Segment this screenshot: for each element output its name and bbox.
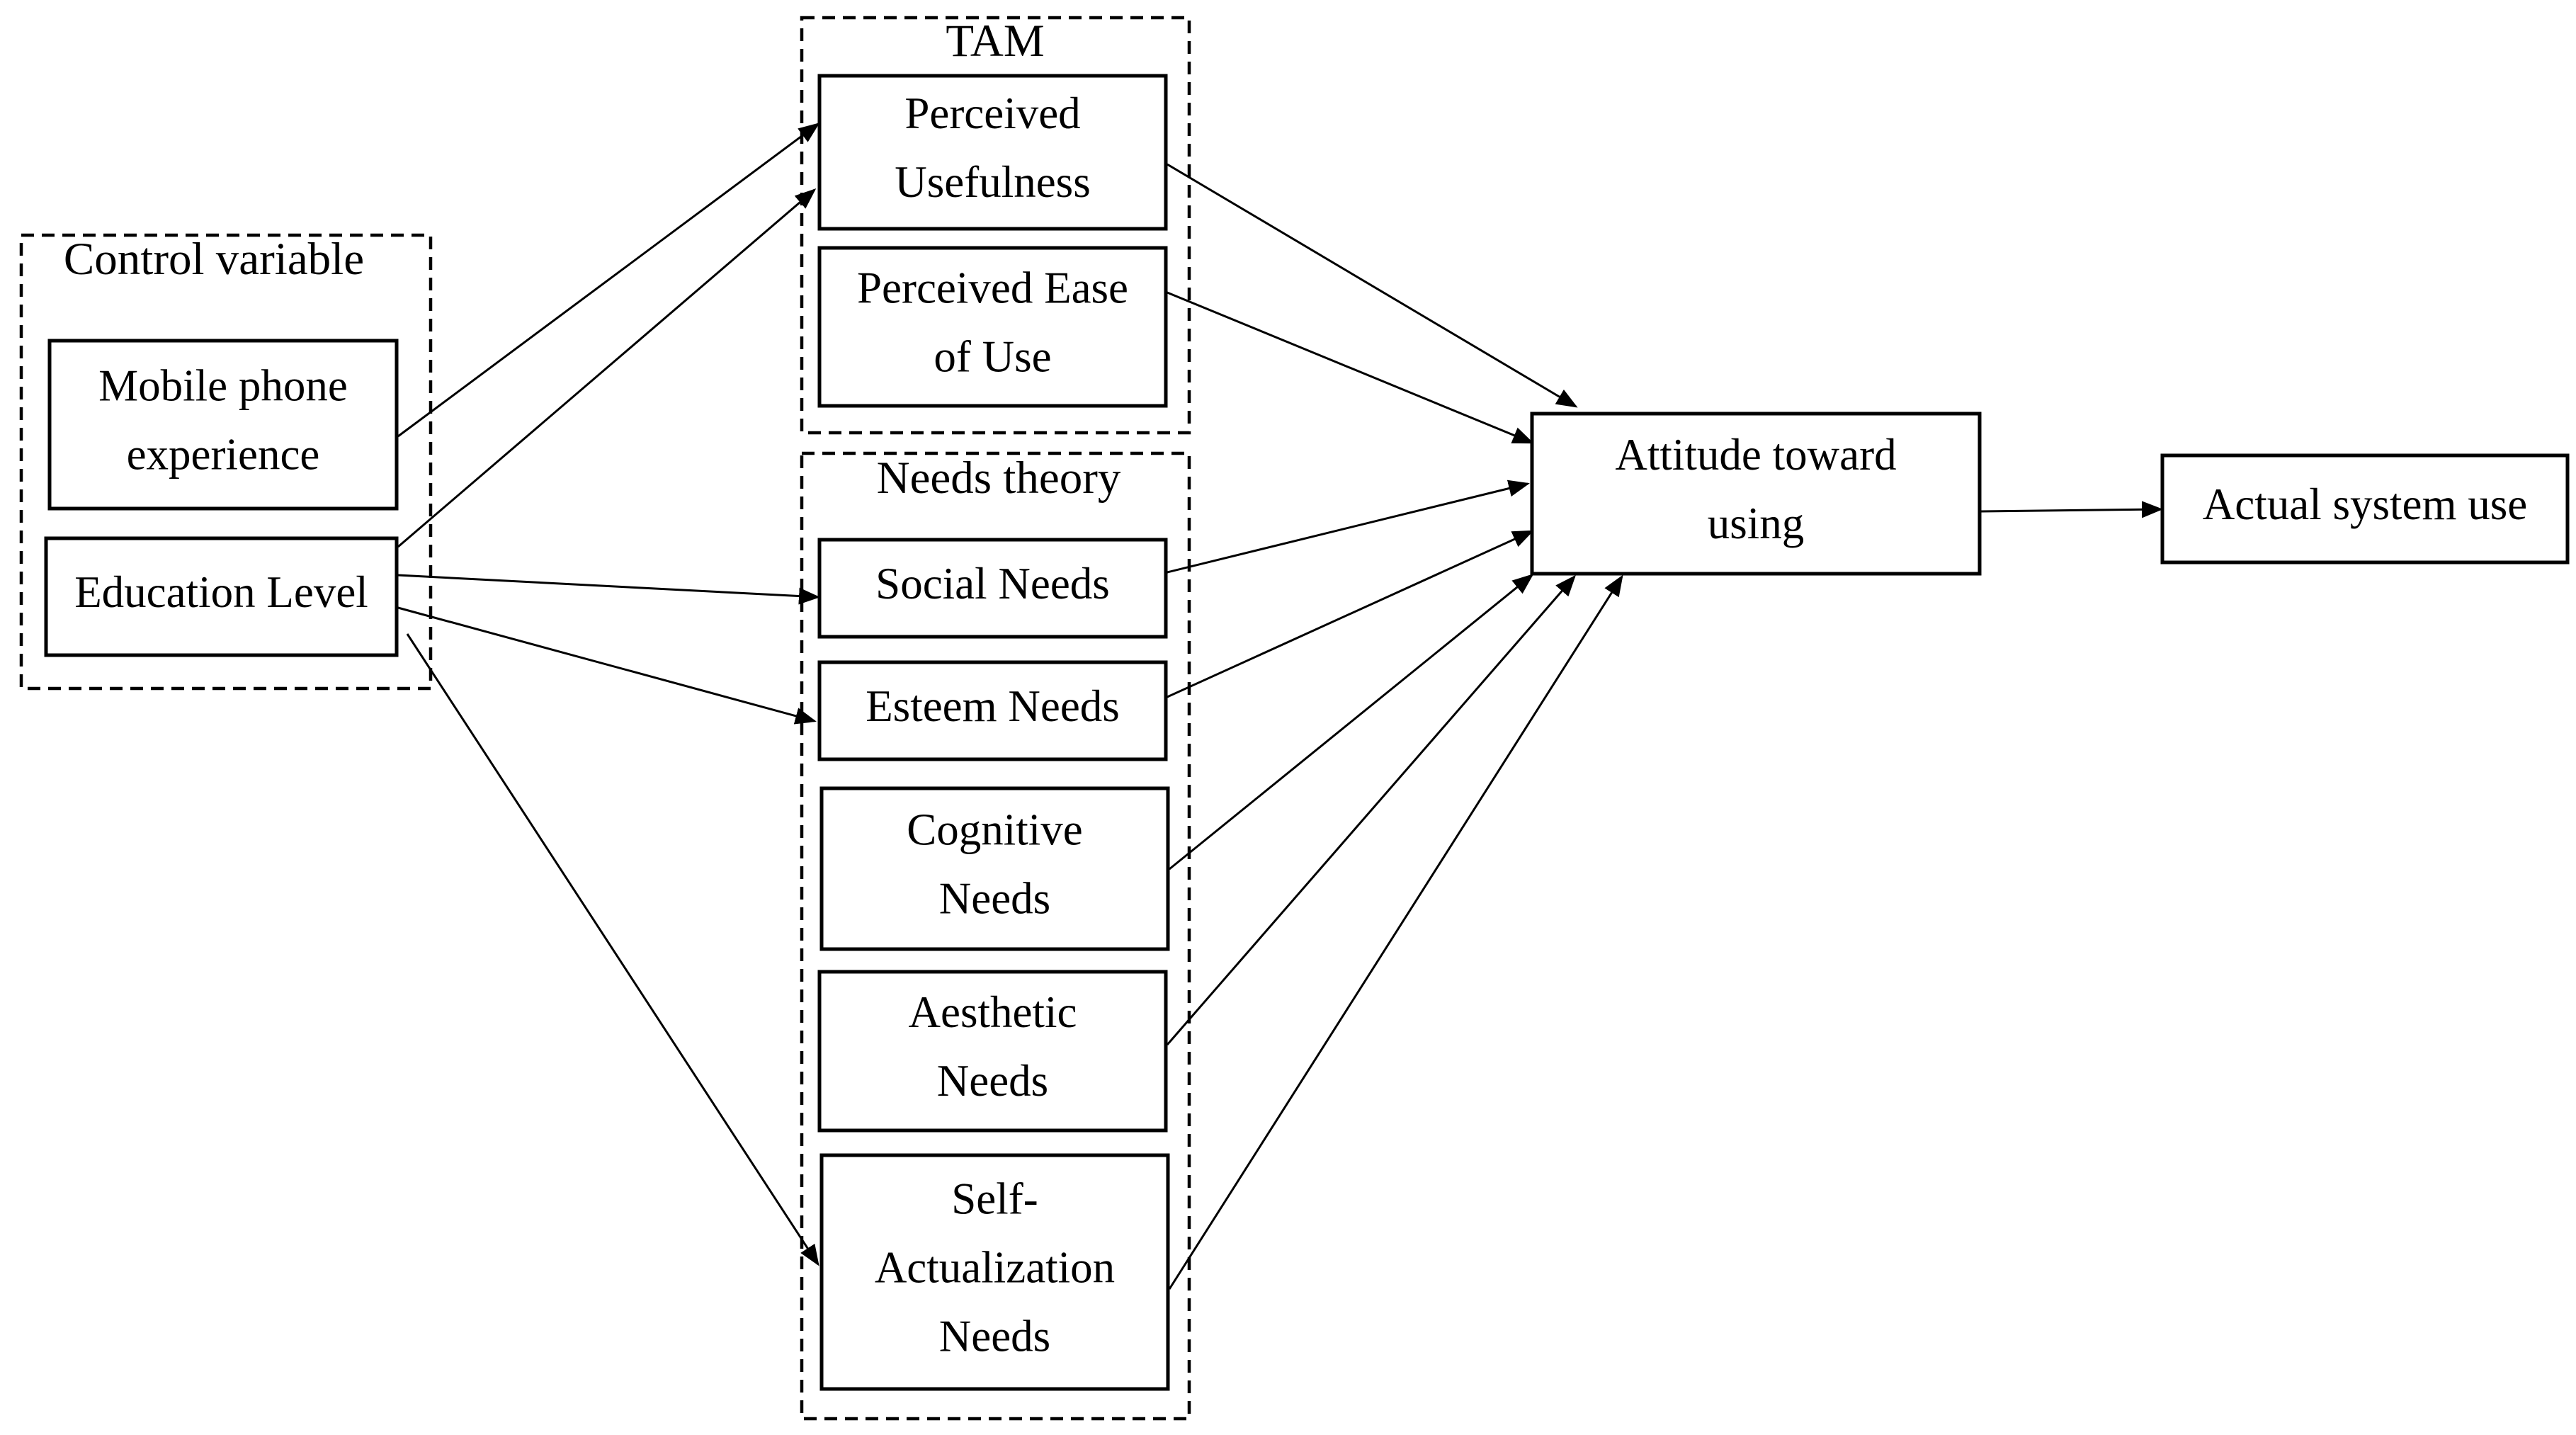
esteem-needs-box: Esteem Needs bbox=[817, 660, 1168, 761]
attitude-toward-using-box: Attitude toward using bbox=[1530, 412, 1982, 576]
arrow-education-level-to-social-needs bbox=[397, 574, 820, 605]
aesthetic-needs-label-line: Aesthetic bbox=[909, 987, 1077, 1037]
esteem-needs-frame bbox=[817, 660, 1168, 761]
perceived-ease-of-use-box: Perceived Ease of Use bbox=[817, 246, 1168, 408]
arrow-cognitive-needs-to-attitude bbox=[1169, 574, 1534, 870]
attitude-frame bbox=[1530, 412, 1982, 576]
education-level-label-line: Education Level bbox=[74, 567, 368, 617]
arrow-aesthetic-needs-to-attitude bbox=[1166, 574, 1576, 1045]
attitude-label-line: using bbox=[1708, 499, 1805, 548]
social-needs-box: Social Needs bbox=[817, 538, 1168, 639]
mobile-experience-frame bbox=[47, 339, 399, 511]
control-variable-group: Control variable bbox=[19, 233, 433, 691]
cognitive-needs-label-line: Needs bbox=[939, 873, 1050, 923]
tam-group: TAM bbox=[800, 16, 1191, 435]
actual-system-use-box: Actual system use bbox=[2160, 453, 2570, 565]
arrows-layer bbox=[397, 123, 2163, 1290]
needs-theory-group: Needs theory bbox=[800, 451, 1191, 1421]
arrow-self-actualization-to-attitude bbox=[1168, 574, 1623, 1290]
aesthetic-needs-frame bbox=[817, 970, 1168, 1133]
mobile-phone-experience-box: Mobile phone experience bbox=[47, 339, 399, 511]
arrow-education-level-to-perceived-usefulness bbox=[397, 188, 817, 548]
cognitive-needs-frame bbox=[819, 786, 1170, 951]
needs-theory-group-title: Needs theory bbox=[877, 453, 1121, 504]
perceived-usefulness-label-line: Perceived bbox=[904, 89, 1080, 138]
education-level-frame bbox=[44, 536, 399, 657]
actual-use-label-line: Actual system use bbox=[2203, 480, 2527, 529]
mobile-experience-label-line: Mobile phone bbox=[98, 361, 348, 410]
perceived-ease-label-line: Perceived Ease bbox=[857, 263, 1128, 312]
control-variable-group-title: Control variable bbox=[64, 234, 364, 285]
aesthetic-needs-label-line: Needs bbox=[937, 1056, 1048, 1106]
arrow-perceived-usefulness-to-attitude bbox=[1167, 163, 1578, 408]
perceived-usefulness-label-line: Usefulness bbox=[895, 157, 1090, 207]
cognitive-needs-label-line: Cognitive bbox=[907, 805, 1083, 854]
social-needs-frame bbox=[817, 538, 1168, 639]
arrow-attitude-to-actual-use bbox=[1980, 501, 2163, 518]
social-needs-label-line: Social Needs bbox=[875, 559, 1110, 608]
arrow-social-needs-to-attitude bbox=[1167, 480, 1530, 574]
esteem-needs-label-line: Esteem Needs bbox=[866, 681, 1120, 731]
perceived-ease-frame bbox=[817, 246, 1168, 408]
arrow-education-level-to-self-actualization bbox=[406, 633, 819, 1266]
self-actualization-label-line: Self- bbox=[951, 1174, 1038, 1223]
perceived-ease-label-line: of Use bbox=[934, 331, 1051, 381]
arrow-perceived-ease-to-attitude bbox=[1167, 291, 1534, 444]
tam-group-title: TAM bbox=[946, 16, 1044, 67]
self-actualization-label-line: Needs bbox=[939, 1311, 1050, 1361]
self-actualization-label-line: Actualization bbox=[875, 1242, 1115, 1292]
arrow-esteem-needs-to-attitude bbox=[1167, 530, 1534, 698]
actual-use-frame bbox=[2160, 453, 2570, 565]
mobile-experience-label-line: experience bbox=[127, 429, 320, 479]
attitude-label-line: Attitude toward bbox=[1615, 430, 1896, 480]
arrow-mobile-experience-to-perceived-usefulness bbox=[397, 123, 820, 438]
self-actualization-frame bbox=[819, 1153, 1170, 1391]
education-level-box: Education Level bbox=[44, 536, 399, 657]
arrow-education-level-to-esteem-needs bbox=[397, 606, 817, 725]
perceived-usefulness-frame bbox=[817, 74, 1168, 231]
